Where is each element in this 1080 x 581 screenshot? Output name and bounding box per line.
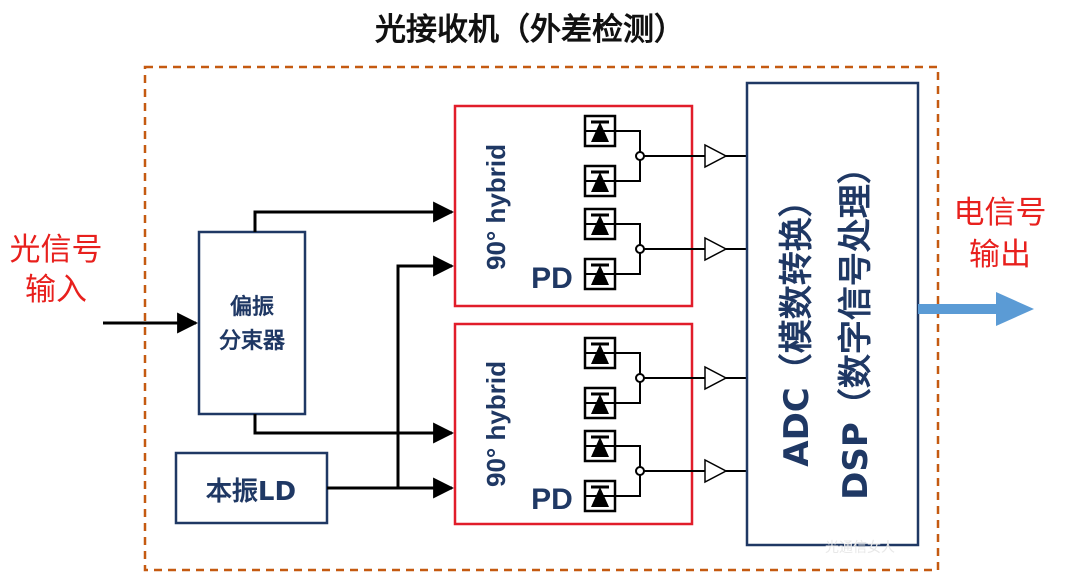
lo-to-hybrid1-arrow <box>396 255 455 488</box>
photodiode-icon <box>583 207 617 241</box>
watermark: 光通信女人 <box>825 539 895 556</box>
hybrid-label-1: 90° hybrid <box>481 144 511 270</box>
hybrid-block-2: 90° hybrid PD <box>453 322 705 526</box>
output-label-line2: 输出 <box>969 237 1031 273</box>
input-label-line1: 光信号 <box>10 232 103 268</box>
diagram-title: 光接收机（外差检测） <box>375 12 685 48</box>
pbs-to-hybrid1-arrow <box>253 201 455 232</box>
amplifier-icon <box>704 236 728 262</box>
input-label-line2: 输入 <box>25 272 87 308</box>
hybrid-box-2 <box>453 322 694 526</box>
hybrid-box-1 <box>453 104 694 308</box>
receiver-border <box>143 65 940 572</box>
output-label-line1: 电信号 <box>954 195 1047 231</box>
processor-box <box>745 81 920 547</box>
hybrid-block-1: 90° hybrid PD <box>453 104 705 308</box>
photodiode-icon <box>583 479 617 513</box>
photodiode-icon <box>583 257 617 291</box>
amplifier-icon <box>704 143 728 169</box>
photodiode-icon <box>583 164 617 198</box>
dsp-label: DSP（数字信号处理） <box>836 150 876 500</box>
photodiode-icon <box>583 114 617 148</box>
photodiode-icon <box>583 336 617 370</box>
lo-label: 本振LD <box>206 477 296 507</box>
photodiode-icon <box>583 429 617 463</box>
pd-label-1: PD <box>531 262 573 295</box>
hybrid-label-2: 90° hybrid <box>481 361 511 487</box>
output-arrow-icon <box>996 292 1034 326</box>
pbs-box <box>197 230 307 416</box>
amplifier-icon <box>704 365 728 391</box>
photodiode-icon <box>583 386 617 420</box>
pbs-label-line2: 分束器 <box>219 328 286 354</box>
adc-label: ADC（模数转换） <box>777 183 817 467</box>
pd-label-2: PD <box>531 483 573 516</box>
pbs-label-line1: 偏振 <box>230 294 274 320</box>
amplifier-icon <box>704 458 728 484</box>
pbs-to-hybrid2-arrow <box>253 414 455 444</box>
